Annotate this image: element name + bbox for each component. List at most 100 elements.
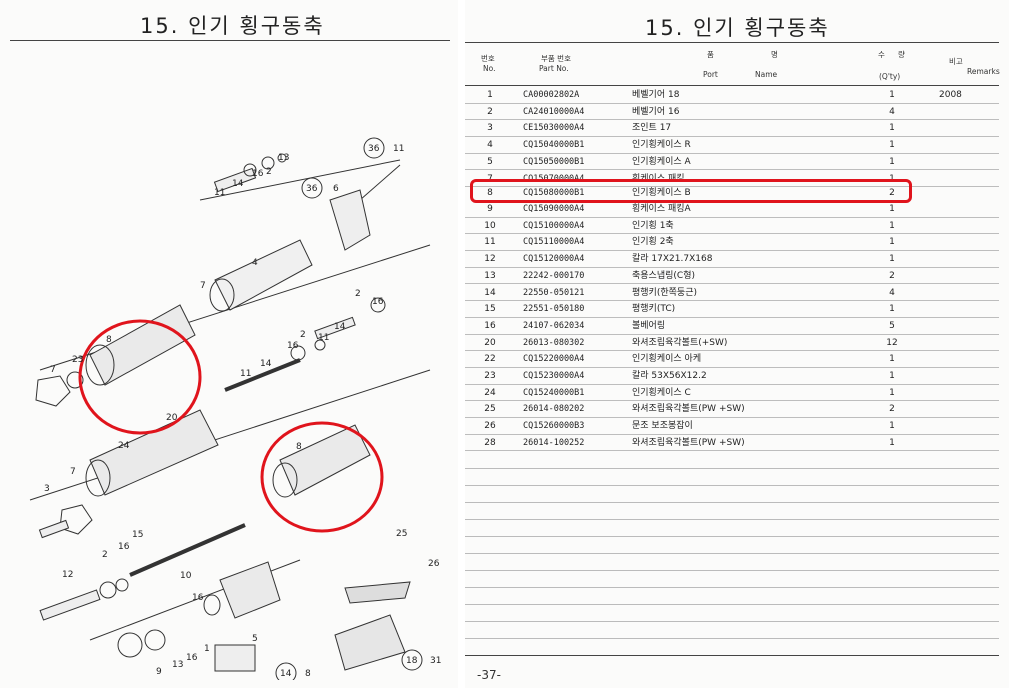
callout-label: 9 [156, 667, 162, 677]
callout-label: 16 [118, 542, 130, 552]
callout-label: 26 [428, 559, 440, 569]
callout-label: 8 [106, 335, 112, 345]
ruled-line [465, 553, 999, 554]
highlight-circle-lower [260, 421, 384, 533]
callout-label: 25 [396, 529, 407, 539]
header-qty-ko-2: 량 [898, 50, 905, 59]
header-name-ko-2: 명 [771, 50, 778, 59]
callout-label: 18 [406, 656, 418, 666]
bottom-rule [465, 655, 999, 656]
highlight-row-box [470, 179, 912, 203]
left-page: 15. 인기 횡구동축 [0, 0, 458, 688]
callout-label: 11 [240, 369, 251, 379]
callout-label: 11 [318, 333, 329, 343]
ruled-line [465, 468, 999, 469]
callout-label: 7 [70, 467, 76, 477]
callout-label: 6 [333, 184, 339, 194]
callout-label: 2 [355, 289, 361, 299]
left-page-title: 15. 인기 횡구동축 [140, 14, 325, 38]
ruled-line [465, 587, 999, 588]
callout-label: 7 [200, 281, 206, 291]
callout-label: 16 [287, 341, 299, 351]
ruled-line [465, 570, 999, 571]
callout-label: 13 [172, 660, 183, 670]
header-rule [465, 85, 999, 86]
callout-label: 16 [192, 593, 204, 603]
exploded-parts-diagram: 36 11 36 6 14 16 2 13 11 4 7 2 16 8 16 2… [29, 137, 441, 680]
callout-label: 15 [132, 530, 143, 540]
callout-label: 16 [252, 169, 264, 179]
callout-label: 12 [62, 570, 73, 580]
ruled-line [465, 519, 999, 520]
header-name-en-1: Port [703, 70, 718, 79]
ruled-line [465, 502, 999, 503]
highlight-circle-upper [78, 319, 202, 435]
header-part-en: Part No. [539, 64, 569, 73]
callout-label: 14 [232, 179, 244, 189]
callout-label: 8 [305, 669, 311, 679]
header-name-ko-1: 품 [707, 50, 714, 59]
callout-label: 5 [252, 634, 258, 644]
right-title-rule [465, 42, 999, 43]
callout-label: 14 [260, 359, 272, 369]
callout-label: 36 [306, 184, 318, 194]
header-remarks-ko: 비고 [949, 57, 963, 66]
ruled-line [465, 638, 999, 639]
callout-label: 2 [102, 550, 108, 560]
right-page-title: 15. 인기 횡구동축 [645, 16, 830, 40]
callout-label: 3 [44, 484, 50, 494]
callout-label: 14 [334, 322, 346, 332]
header-qty-en: (Q'ty) [879, 72, 901, 81]
callout-label: 31 [430, 656, 441, 666]
header-qty-ko-1: 수 [878, 50, 885, 59]
callout-label: 36 [368, 144, 380, 154]
header-no-en: No. [483, 64, 496, 73]
callout-label: 16 [186, 653, 198, 663]
callout-label: 2 [300, 330, 306, 340]
callout-label: 11 [393, 144, 404, 154]
callout-label: 24 [118, 441, 130, 451]
callout-label: 4 [252, 258, 258, 268]
header-part-ko: 부품 번호 [541, 54, 571, 63]
callout-label: 14 [280, 669, 292, 679]
ruled-line [465, 604, 999, 605]
callout-label: 16 [372, 297, 384, 307]
callout-label: 20 [166, 413, 178, 423]
callout-label: 8 [296, 442, 302, 452]
header-name-en-2: Name [755, 70, 778, 79]
callout-label: 10 [180, 571, 192, 581]
page-number: -37- [477, 668, 501, 682]
callout-label: 1 [204, 644, 210, 654]
callout-label: 7 [50, 365, 56, 375]
left-title-rule [10, 40, 450, 41]
header-remarks-en: Remarks [967, 67, 1000, 76]
callout-label: 13 [278, 153, 289, 163]
callout-label: 23 [72, 355, 83, 365]
header-no-ko: 번호 [481, 54, 495, 63]
ruled-line [465, 485, 999, 486]
right-page: 15. 인기 횡구동축 번호 No. 부품 번호 Part No. 품 명 Po… [465, 0, 1009, 688]
ruled-line [465, 536, 999, 537]
callout-label: 11 [214, 188, 225, 198]
ruled-line [465, 621, 999, 622]
callout-label: 2 [266, 167, 272, 177]
